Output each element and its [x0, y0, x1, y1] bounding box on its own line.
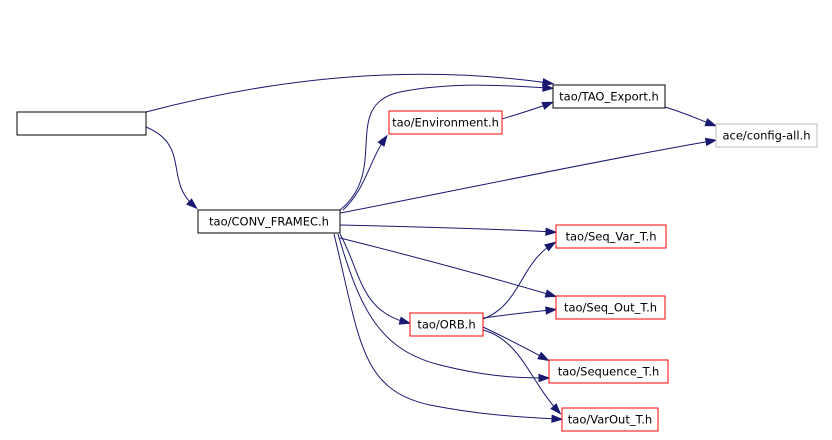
node-label: tao/CONV_FRAMEC.h [209, 215, 329, 229]
node-box[interactable] [197, 209, 341, 234]
edge-conv-framec-to-environment [342, 134, 388, 211]
edge-conv-framec-to-seq-var-t [339, 224, 558, 236]
nodes-layer: Codeset_Manager.h tao/CONV_FRAMEC.h tao/TA… [16, 84, 818, 432]
node-codeset-manager[interactable]: Codeset_Manager.h [16, 111, 147, 136]
node-box[interactable] [409, 312, 484, 337]
node-tao-export[interactable]: tao/TAO_Export.h [552, 84, 666, 109]
node-orb[interactable]: tao/ORB.h [409, 312, 484, 337]
arrowhead-icon [544, 241, 557, 252]
edge-line [482, 244, 552, 320]
edge-line [339, 233, 406, 323]
edge-tao-export-to-config-all [664, 106, 718, 127]
edge-line [337, 233, 545, 379]
edge-conv-framec-to-seq-out-t [339, 237, 558, 298]
arrowhead-icon [398, 316, 412, 325]
edge-conv-framec-to-orb [339, 233, 412, 325]
edge-conv-framec-to-config-all [339, 137, 718, 214]
arrowhead-icon [551, 414, 564, 423]
node-box[interactable] [715, 123, 818, 148]
arrowhead-icon [542, 83, 555, 92]
arrowhead-icon [544, 289, 558, 298]
node-seq-var-t[interactable]: tao/Seq_Var_T.h [555, 224, 667, 249]
edge-conv-framec-to-tao-export [339, 83, 555, 211]
node-label: tao/ORB.h [417, 318, 475, 332]
node-box[interactable] [561, 407, 659, 432]
edge-line [339, 237, 552, 296]
edge-line [482, 309, 552, 319]
edge-orb-to-varout-t [482, 329, 562, 415]
edge-orb-to-seq-var-t [482, 241, 557, 320]
node-label: tao/Environment.h [392, 116, 499, 130]
edge-orb-to-sequence-t [482, 326, 550, 362]
node-label: tao/Seq_Out_T.h [564, 301, 657, 315]
edge-conv-framec-to-sequence-t [337, 233, 551, 383]
node-varout-t[interactable]: tao/VarOut_T.h [561, 407, 659, 432]
arrowhead-icon [545, 227, 558, 236]
edge-orb-to-seq-out-t [482, 306, 558, 319]
edge-line [339, 140, 712, 214]
edge-line [339, 84, 549, 211]
arrowhead-icon [550, 403, 562, 415]
arrowhead-icon [377, 134, 388, 147]
node-sequence-t[interactable]: tao/Sequence_T.h [548, 359, 669, 384]
node-label: tao/Seq_Var_T.h [566, 230, 657, 244]
edge-environment-to-tao-export [501, 101, 555, 120]
node-label: tao/Sequence_T.h [558, 365, 660, 379]
arrowhead-icon [537, 351, 550, 362]
node-label: tao/TAO_Export.h [559, 90, 659, 104]
edge-codeset-manager-to-tao-export [145, 73, 555, 113]
arrowhead-icon [545, 306, 558, 315]
node-box[interactable] [388, 110, 503, 135]
arrowhead-icon [541, 78, 555, 87]
arrowhead-icon [538, 373, 551, 383]
node-seq-out-t[interactable]: tao/Seq_Out_T.h [555, 295, 666, 320]
edge-line [333, 233, 558, 420]
edge-line [342, 139, 385, 211]
node-environment[interactable]: tao/Environment.h [388, 110, 503, 135]
arrowhead-icon [704, 137, 718, 147]
node-label: ace/config-all.h [722, 129, 810, 143]
node-box[interactable] [548, 359, 669, 384]
node-box[interactable] [16, 111, 147, 136]
edge-conv-framec-to-varout-t [333, 233, 564, 423]
edge-line [339, 224, 552, 233]
edge-line [482, 329, 558, 411]
edge-line [501, 103, 549, 120]
edge-line [145, 73, 549, 113]
node-conv-framec[interactable]: tao/CONV_FRAMEC.h [197, 209, 341, 234]
node-label: Codeset_Manager.h [25, 117, 138, 131]
node-label: tao/VarOut_T.h [568, 413, 652, 427]
edge-line [664, 106, 712, 125]
node-box[interactable] [555, 224, 667, 249]
node-config-all[interactable]: ace/config-all.h [715, 123, 818, 148]
node-box[interactable] [555, 295, 666, 320]
arrowhead-icon [541, 101, 555, 110]
arrowhead-icon [704, 118, 718, 127]
node-box[interactable] [552, 84, 666, 109]
edge-codeset-manager-to-conv-framec [145, 126, 198, 210]
edge-line [482, 326, 545, 359]
arrowhead-icon [186, 198, 198, 210]
edges-layer [145, 73, 718, 423]
edge-line [145, 126, 194, 206]
